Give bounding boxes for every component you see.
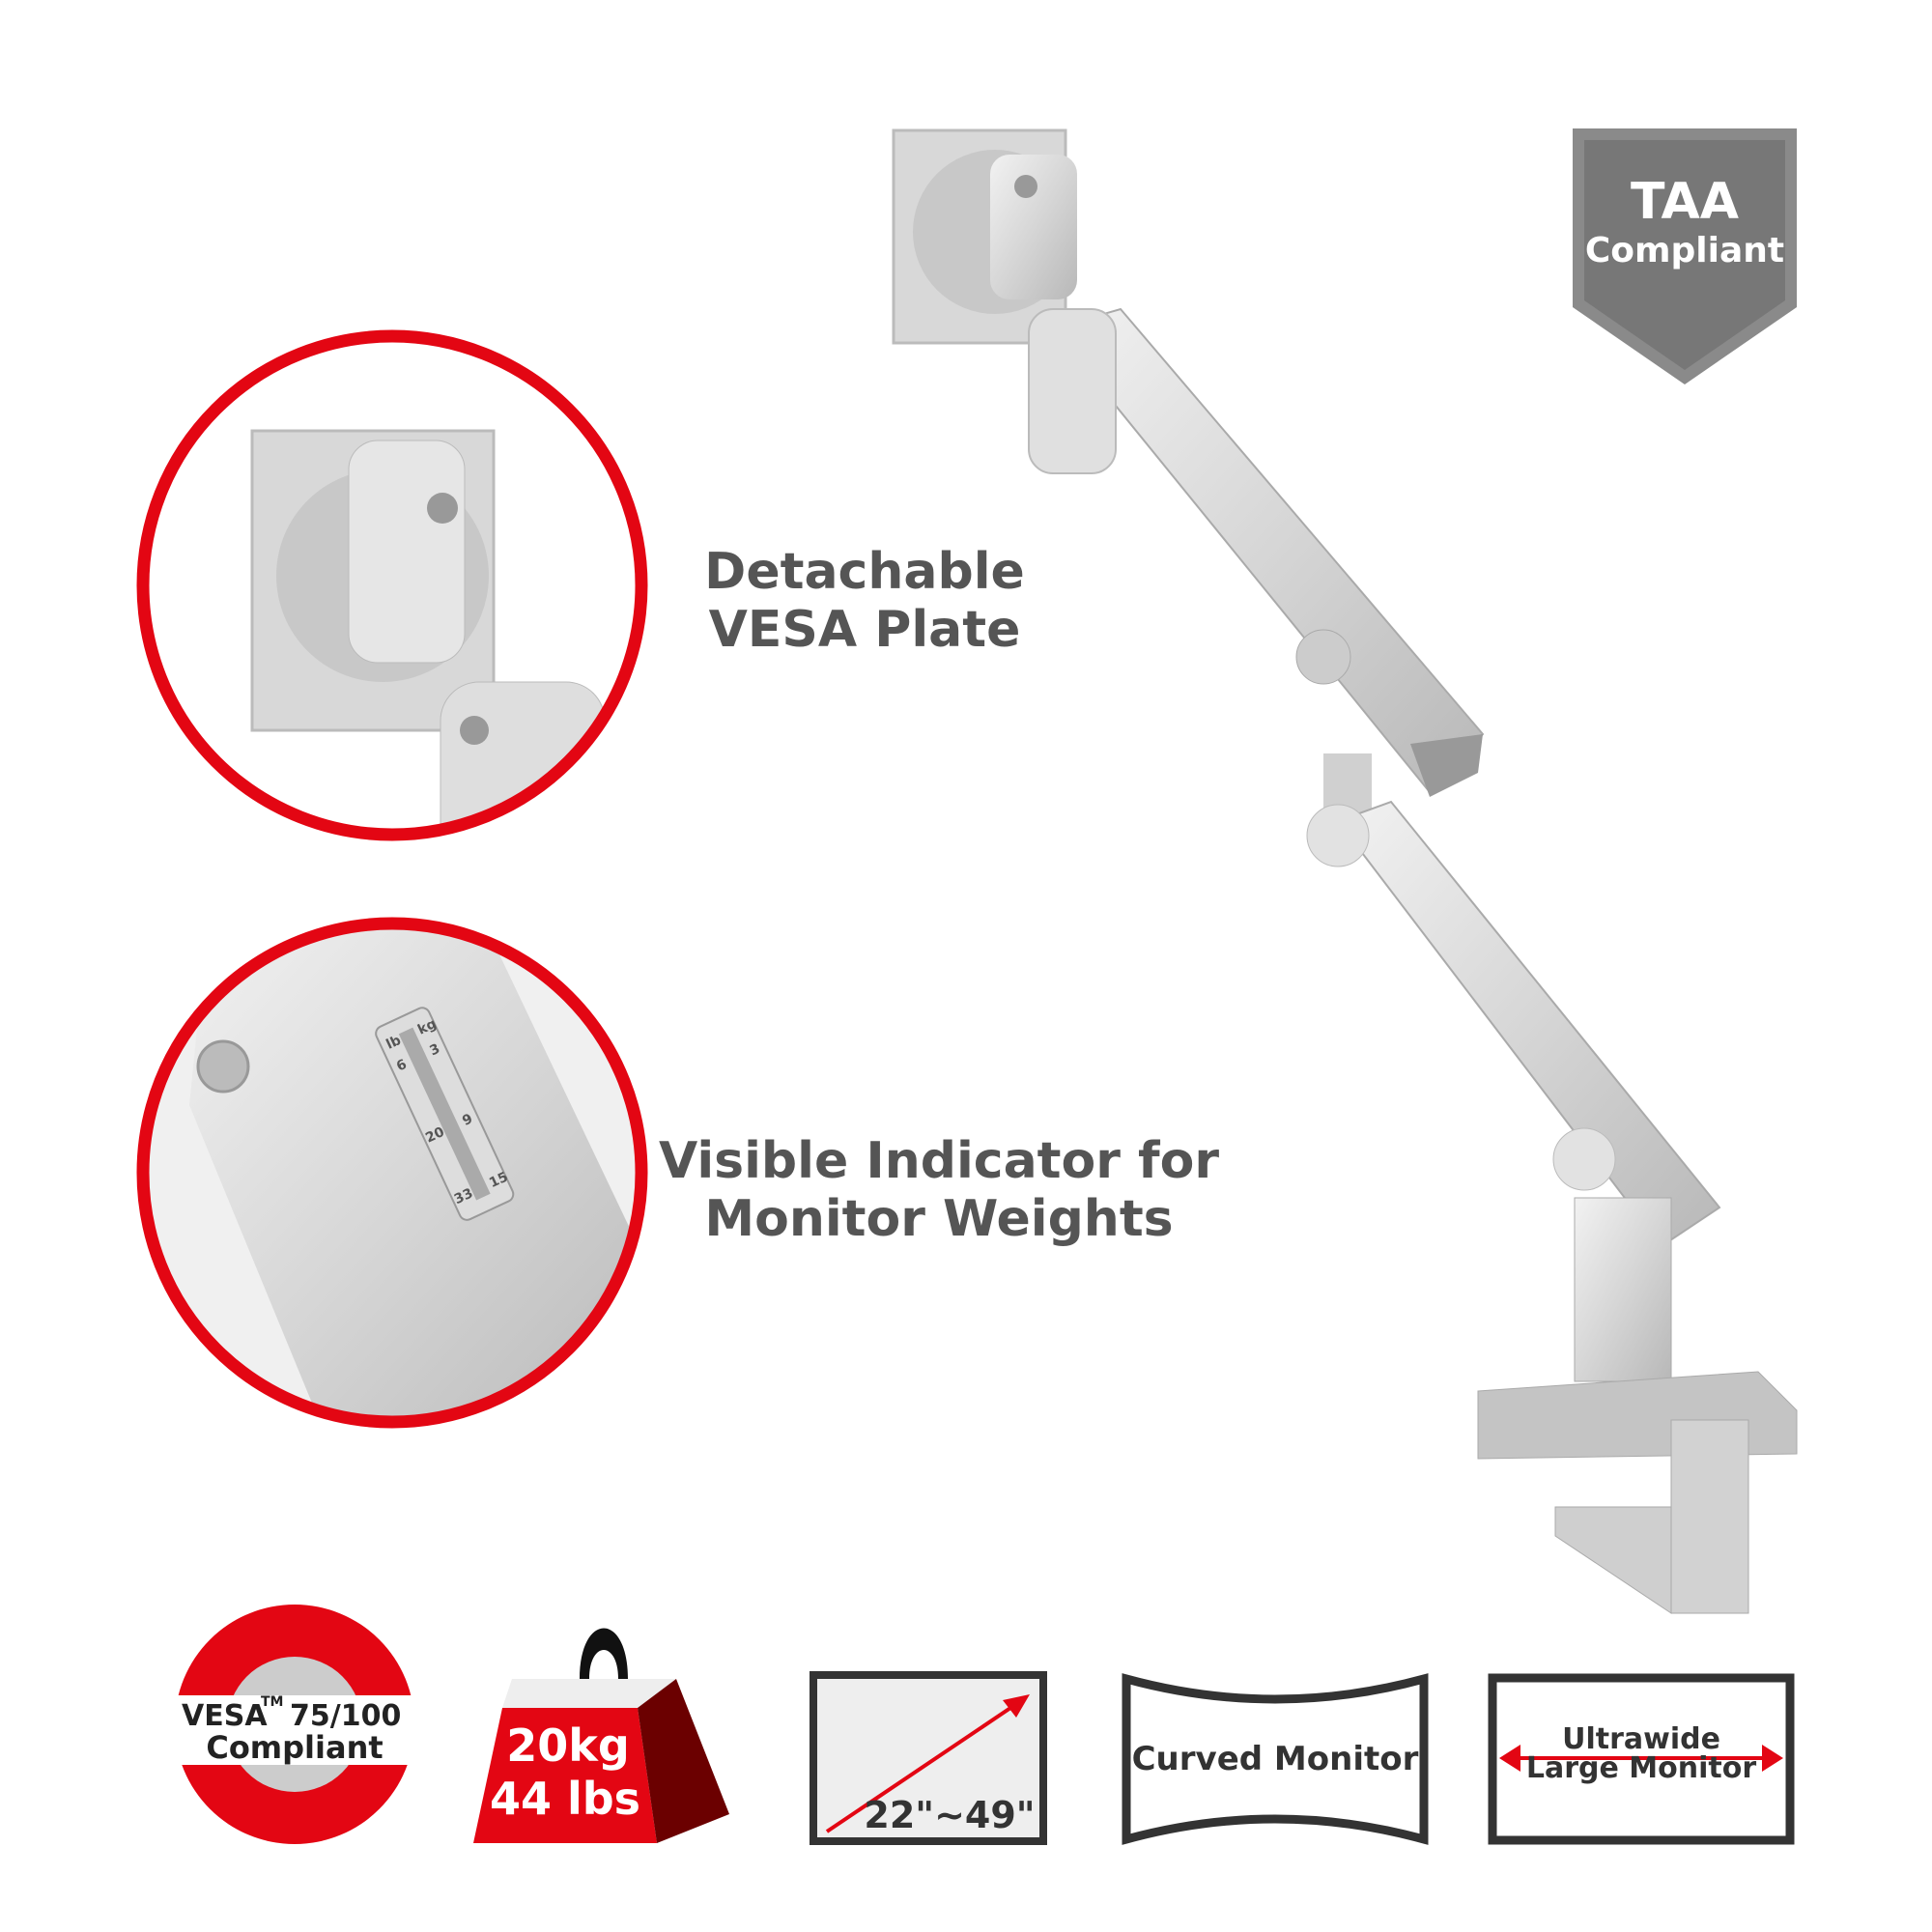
ultrawide-line2: Large Monitor — [1526, 1751, 1756, 1785]
weight-capacity-icon: 20kg 44 lbs — [473, 1628, 729, 1843]
weight-indicator-detail-circle: lb 6 20 33 kg 3 9 15 — [136, 917, 648, 1429]
vesa-text: VESA — [182, 1699, 268, 1733]
scale-15: 15 — [487, 1169, 510, 1191]
scale-33: 33 — [452, 1185, 475, 1208]
scale-kg: kg — [415, 1016, 439, 1038]
weight-lbs: 44 lbs — [490, 1773, 640, 1825]
vesa-sizes: 75/100 — [290, 1699, 401, 1733]
vesa-plate-detail-circle — [136, 329, 648, 841]
curved-monitor-label: Curved Monitor — [1132, 1740, 1419, 1778]
feature-line: Visible Indicator for — [659, 1132, 1219, 1190]
feature-vesa-plate: Detachable VESA Plate — [623, 543, 1106, 659]
vesa-plate — [892, 128, 1077, 345]
curved-monitor-icon: Curved Monitor — [1122, 1673, 1429, 1845]
ultrawide-monitor-icon: Ultrawide Large Monitor — [1488, 1673, 1795, 1845]
vesa-compliant-icon: VESA TM 75/100 Compliant — [174, 1605, 415, 1844]
taa-compliant-badge: TAA Compliant — [1573, 128, 1797, 384]
vesa-compliant: Compliant — [206, 1729, 383, 1766]
badge-line1: TAA — [1631, 173, 1739, 231]
scale-20: 20 — [423, 1124, 447, 1147]
feature-line: Detachable — [704, 543, 1025, 601]
badge-line2: Compliant — [1585, 231, 1784, 270]
feature-line: VESA Plate — [708, 601, 1021, 659]
weight-kg: 20kg — [506, 1719, 630, 1772]
screen-size-label: 22"~49" — [864, 1794, 1035, 1836]
tm-mark: TM — [261, 1694, 283, 1710]
lower-arm — [1306, 753, 1721, 1248]
feature-weight-indicator: Visible Indicator for Monitor Weights — [649, 1132, 1229, 1248]
pole-and-clamp — [1477, 1197, 1798, 1614]
screen-size-icon: 22"~49" — [810, 1671, 1047, 1845]
scale-lb: lb — [384, 1033, 403, 1053]
upper-arm — [1028, 307, 1485, 797]
feature-line: Monitor Weights — [704, 1190, 1174, 1248]
ultrawide-line1: Ultrawide — [1562, 1722, 1720, 1756]
